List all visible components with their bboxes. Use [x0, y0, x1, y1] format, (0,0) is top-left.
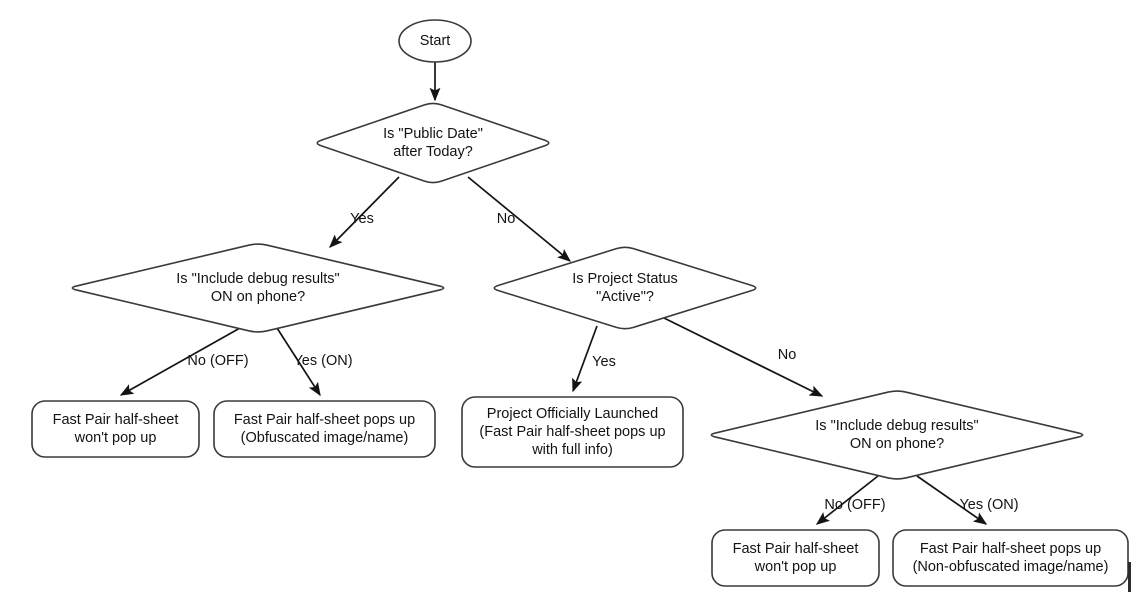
- edge-label-e-q4-no-off: No (OFF): [824, 497, 885, 513]
- node-label-out-left-off: Fast Pair half-sheet won't pop up: [53, 412, 179, 446]
- edge-label-e-q1-yes: Yes: [350, 211, 374, 227]
- node-shape-q-project-status: [493, 246, 757, 330]
- edge-label-e-q2-no-off: No (OFF): [187, 353, 248, 369]
- node-label-q-debug-left: Is "Include debug results" ON on phone?: [176, 271, 339, 305]
- node-label-q-public-date: Is "Public Date" after Today?: [383, 126, 483, 160]
- node-shape-q-public-date: [316, 102, 550, 184]
- node-label-out-right-on: Fast Pair half-sheet pops up (Non-obfusca…: [913, 541, 1109, 575]
- node-shape-out-launched: [461, 396, 684, 468]
- node-shape-q-debug-right: [710, 390, 1084, 480]
- node-label-line: ON on phone?: [211, 289, 305, 305]
- edges-layer: [119, 62, 988, 525]
- node-label-line: won't pop up: [754, 559, 837, 575]
- node-shape-start: [398, 19, 472, 63]
- node-label-line: after Today?: [393, 144, 473, 160]
- edge-label-e-q3-no: No: [778, 347, 797, 363]
- edge-e-q4-no-off: [815, 475, 879, 525]
- edge-e-q3-yes: [572, 325, 598, 393]
- edge-label-e-q3-yes: Yes: [592, 354, 616, 370]
- edge-e-q1-no: [467, 176, 572, 262]
- edge-e-q3-no: [663, 317, 824, 397]
- node-label-line: Fast Pair half-sheet: [53, 412, 179, 428]
- node-label-line: Fast Pair half-sheet pops up: [920, 541, 1101, 557]
- edge-e-q2-no-off: [119, 327, 241, 396]
- node-label-line: won't pop up: [74, 430, 157, 446]
- node-label-q-debug-right: Is "Include debug results" ON on phone?: [815, 418, 978, 452]
- node-shape-out-left-off: [31, 400, 200, 458]
- node-label-line: (Obfuscated image/name): [241, 430, 409, 446]
- edge-e-q2-yes-on: [276, 327, 321, 397]
- node-label-start: Start: [420, 33, 451, 49]
- node-label-q-project-status: Is Project Status "Active"?: [572, 271, 678, 305]
- node-label-line: Project Officially Launched: [487, 406, 658, 422]
- shapes-layer: [31, 19, 1129, 587]
- node-labels-layer: Start Is "Public Date" after Today? Is "Inc…: [53, 33, 1109, 575]
- node-shape-out-left-on: [213, 400, 436, 458]
- edge-e-q1-yes: [329, 176, 400, 248]
- node-label-line: (Non-obfuscated image/name): [913, 559, 1109, 575]
- node-label-line: Start: [420, 33, 451, 49]
- node-label-line: Is Project Status: [572, 271, 678, 287]
- node-label-line: with full info): [531, 442, 613, 458]
- edge-label-e-q2-yes-on: Yes (ON): [293, 353, 352, 369]
- node-label-line: "Active"?: [596, 289, 654, 305]
- node-shape-out-right-off: [711, 529, 880, 587]
- edge-label-e-q1-no: No: [497, 211, 516, 227]
- node-shape-q-debug-left: [71, 243, 445, 333]
- node-label-line: Is "Include debug results": [176, 271, 339, 287]
- node-label-line: Is "Include debug results": [815, 418, 978, 434]
- edge-e-q4-yes-on: [916, 475, 988, 525]
- edge-label-e-q4-yes-on: Yes (ON): [959, 497, 1018, 513]
- node-label-out-launched: Project Officially Launched (Fast Pair ha…: [479, 406, 665, 458]
- node-label-out-left-on: Fast Pair half-sheet pops up (Obfuscated …: [234, 412, 415, 446]
- page-edge-artifact: [1128, 562, 1131, 592]
- node-shape-out-right-on: [892, 529, 1129, 587]
- node-label-line: Fast Pair half-sheet pops up: [234, 412, 415, 428]
- node-label-line: (Fast Pair half-sheet pops up: [479, 424, 665, 440]
- node-label-line: ON on phone?: [850, 436, 944, 452]
- node-label-line: Fast Pair half-sheet: [733, 541, 859, 557]
- node-label-line: Is "Public Date": [383, 126, 483, 142]
- node-label-out-right-off: Fast Pair half-sheet won't pop up: [733, 541, 859, 575]
